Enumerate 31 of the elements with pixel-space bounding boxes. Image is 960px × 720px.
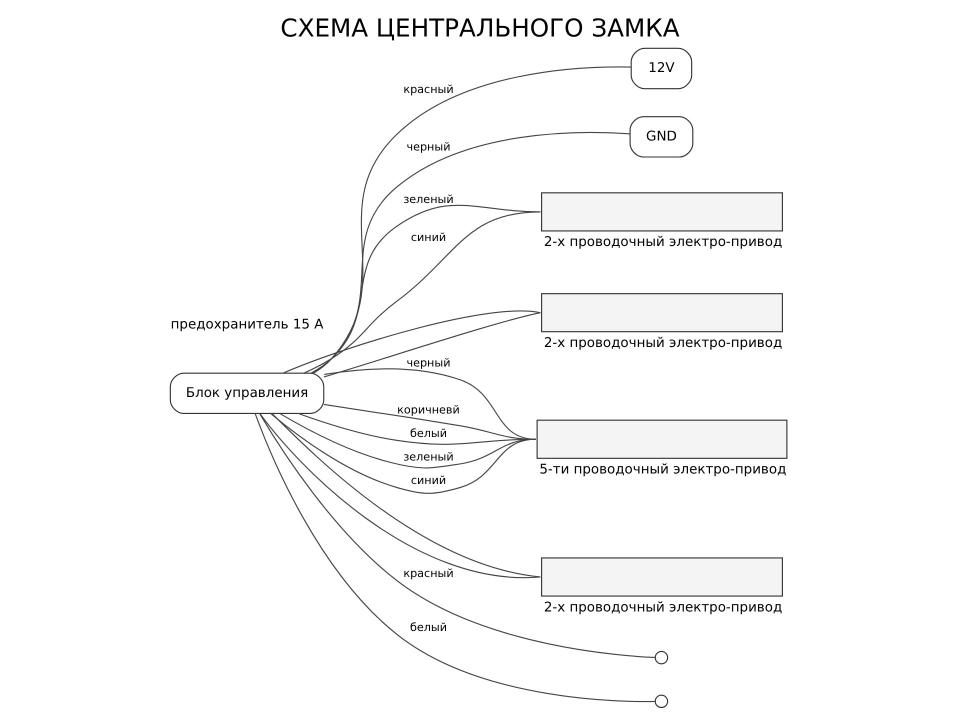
edge-label: черный <box>406 356 450 370</box>
node-circle <box>654 650 668 664</box>
edge-label: коричневй <box>397 403 460 416</box>
node-label: 2-х проводочный электро-привод <box>544 235 782 250</box>
edge-label: синий <box>410 474 446 488</box>
connector <box>324 312 541 378</box>
node-box: 12V <box>630 48 692 90</box>
node-label: 2-х проводочный электро-привод <box>544 600 782 616</box>
connector <box>280 413 536 468</box>
diagram-title: СХЕМА ЦЕНТРАЛЬНОГО ЗАМКА <box>280 14 680 43</box>
connector <box>283 310 540 374</box>
connector <box>270 413 536 494</box>
node-box: GND <box>630 116 694 158</box>
edge-label: белый <box>410 427 448 440</box>
edge-label: красный <box>403 83 454 96</box>
connector <box>298 412 536 445</box>
label: предохранитель 15 A <box>170 317 324 332</box>
node-box: Блок управления <box>170 372 324 414</box>
connector <box>312 132 630 374</box>
node-label: 5-ти проводочный электро-привод <box>539 462 786 478</box>
edge-label: зеленый <box>403 450 454 464</box>
edge-label: красный <box>403 567 454 580</box>
edge-label: синий <box>410 231 446 244</box>
connector <box>314 66 631 374</box>
edge-label: белый <box>410 620 448 634</box>
edge-label: черный <box>406 140 450 154</box>
node-label: 2-х проводочный электро-привод <box>544 336 782 351</box>
node-circle <box>654 694 668 708</box>
connector <box>254 414 655 702</box>
edge-label: зеленый <box>403 192 454 206</box>
connector <box>259 413 656 658</box>
